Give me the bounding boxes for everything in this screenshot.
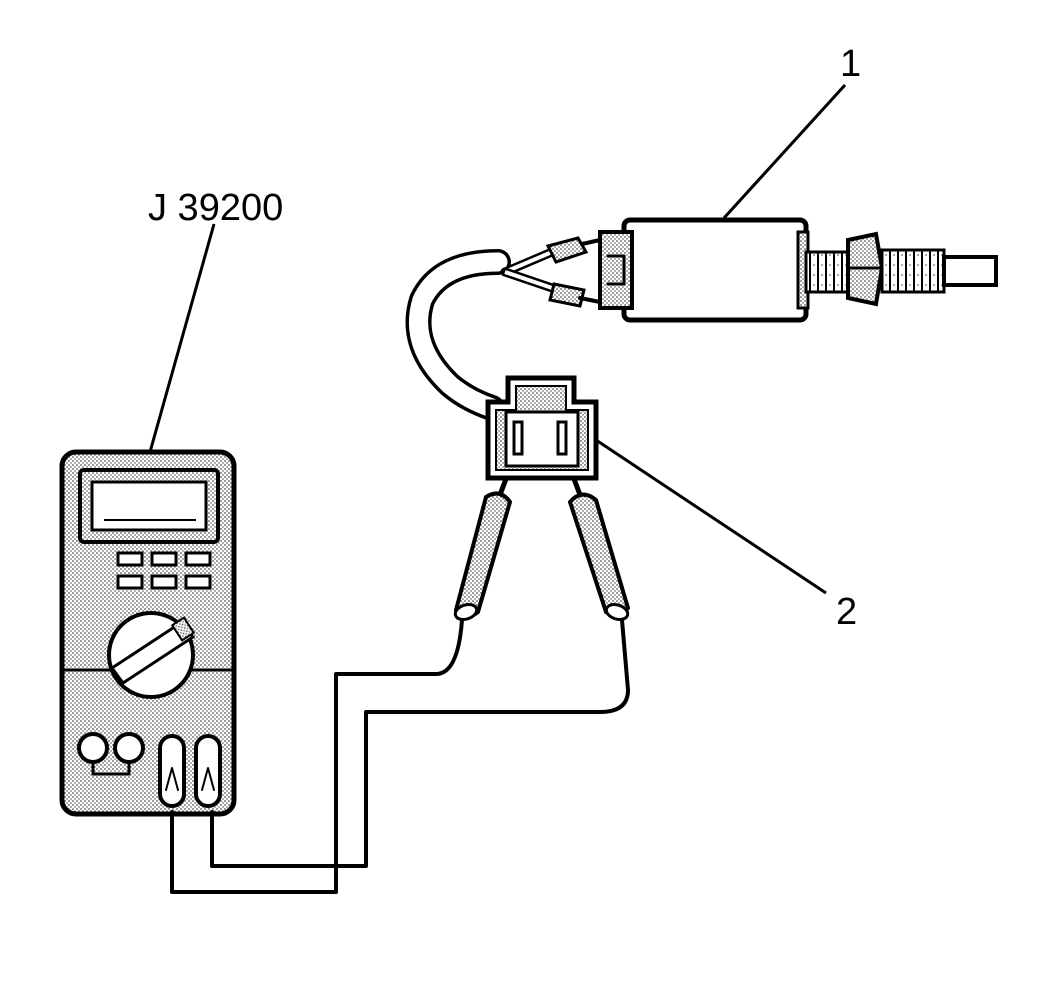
tool-label: J 39200 — [148, 187, 283, 229]
jack-left — [77, 732, 109, 764]
multimeter-buttons — [116, 551, 212, 590]
leader-lines — [148, 83, 847, 595]
meter-button — [116, 574, 144, 590]
meter-button — [150, 551, 178, 567]
switch-plunger — [942, 255, 998, 287]
multimeter — [59, 449, 237, 817]
leader-1 — [722, 83, 847, 220]
callout-2: 2 — [836, 591, 857, 633]
meter-button — [150, 574, 178, 590]
switch-body — [621, 217, 809, 323]
lead-wire-1-inner — [210, 618, 630, 868]
jack-right — [113, 732, 145, 764]
meter-button — [116, 551, 144, 567]
harness-connector — [485, 375, 599, 481]
lead-wire-1 — [170, 618, 464, 894]
test-leads — [170, 618, 630, 894]
leader-tool — [148, 223, 216, 453]
input-jacks — [77, 732, 222, 808]
display-screen — [90, 480, 208, 532]
terminal-right — [556, 420, 568, 456]
meter-button — [184, 551, 212, 567]
leader-2 — [595, 438, 827, 595]
meter-button — [184, 574, 212, 590]
switch-harness — [405, 236, 602, 421]
switch-thread-1 — [804, 250, 850, 294]
callout-1: 1 — [840, 43, 861, 85]
brake-switch — [598, 217, 998, 323]
switch-thread-2 — [880, 248, 946, 294]
rotary-dial — [107, 611, 196, 699]
terminal-left — [512, 420, 524, 456]
